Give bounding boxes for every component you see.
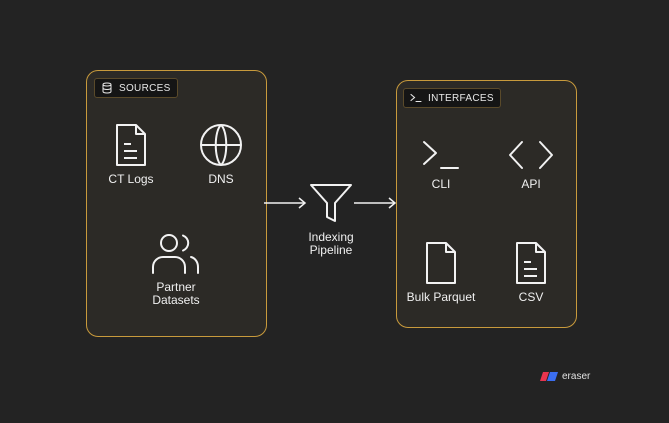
bulk-parquet-label: Bulk Parquet (406, 290, 476, 304)
funnel-icon (310, 184, 352, 222)
document-icon (116, 124, 146, 166)
database-icon (102, 82, 112, 94)
csv-node: CSV (481, 241, 581, 304)
interfaces-group: INTERFACES (396, 80, 577, 328)
cli-node: CLI (391, 138, 491, 191)
terminal-icon (423, 141, 459, 169)
document-icon (516, 242, 546, 284)
csv-label: CSV (518, 290, 544, 304)
terminal-icon (410, 93, 422, 103)
code-icon (509, 141, 553, 169)
file-icon (426, 242, 456, 284)
cli-label: CLI (431, 177, 451, 191)
sources-header: SOURCES (94, 78, 178, 98)
globe-icon (200, 124, 242, 166)
users-icon (152, 234, 199, 274)
bulk-parquet-node: Bulk Parquet (391, 241, 491, 304)
partner-datasets-label: Partner Datasets (152, 280, 200, 307)
dns-node: DNS (171, 123, 271, 186)
sources-header-label: SOURCES (119, 82, 171, 94)
partner-datasets-node: Partner Datasets (126, 233, 226, 307)
indexing-pipeline-label: Indexing Pipeline (308, 230, 354, 257)
interfaces-header: INTERFACES (403, 88, 501, 108)
interfaces-header-label: INTERFACES (428, 92, 494, 104)
indexing-pipeline-node: Indexing Pipeline (281, 183, 381, 257)
eraser-logo-icon (540, 372, 558, 381)
ct-logs-label: CT Logs (108, 172, 154, 186)
arrow-pipeline-to-interfaces (354, 197, 397, 209)
eraser-logo: eraser (540, 371, 590, 382)
arrow-sources-to-pipeline (264, 197, 307, 209)
dns-label: DNS (208, 172, 234, 186)
sources-group: SOURCES (86, 70, 267, 337)
ct-logs-node: CT Logs (81, 123, 181, 186)
api-label: API (521, 177, 541, 191)
eraser-logo-text: eraser (562, 371, 591, 382)
api-node: API (481, 138, 581, 191)
